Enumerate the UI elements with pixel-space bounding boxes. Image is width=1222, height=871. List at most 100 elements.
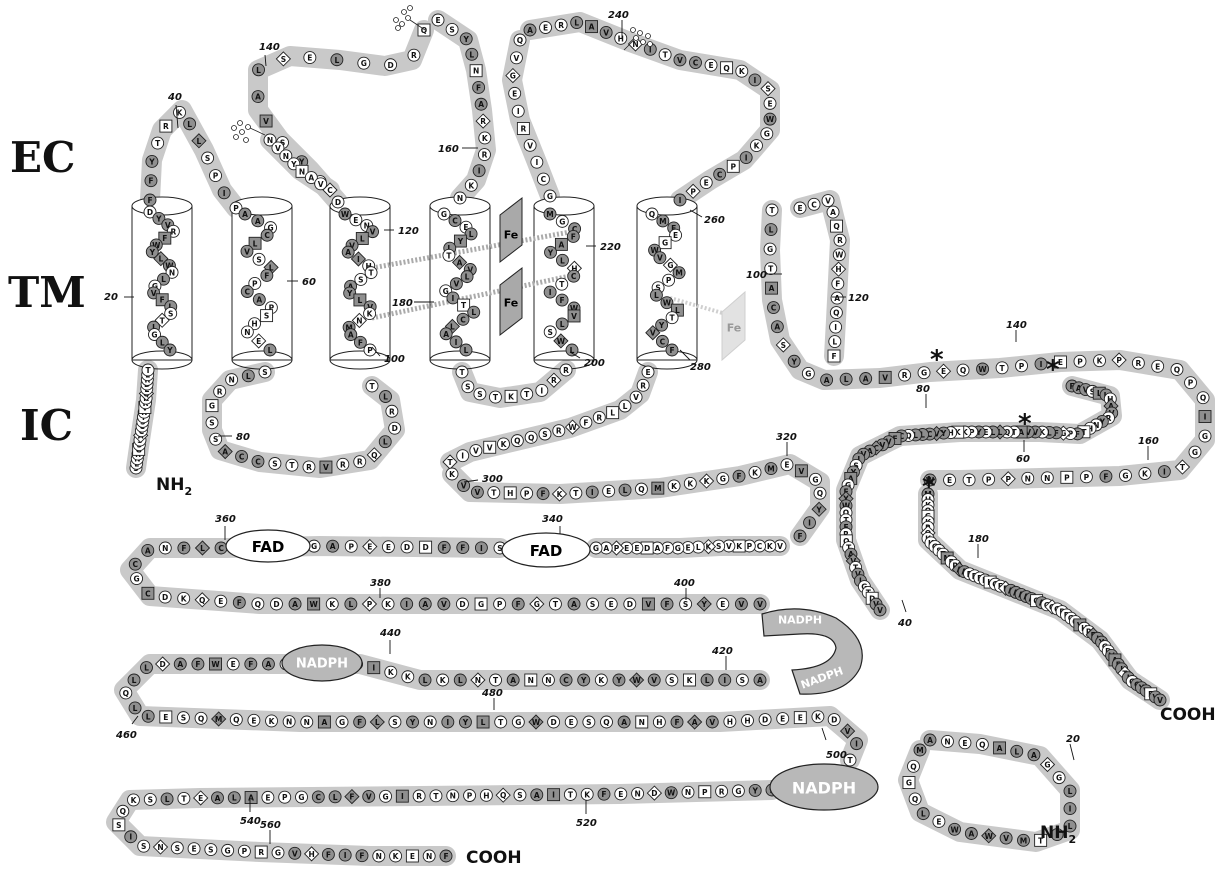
nadph-site-3: NADPH	[770, 764, 878, 810]
residue-letter: E	[251, 716, 256, 725]
residue-letter: S	[175, 844, 180, 853]
residue-letter: F	[665, 544, 670, 553]
residue-letter: Q	[603, 718, 609, 727]
residue-letter: E	[218, 597, 223, 606]
residue-letter: Y	[346, 289, 353, 298]
pos-label-40: 40	[167, 92, 182, 103]
residue-letter: W	[532, 718, 541, 727]
residue-letter: S	[392, 718, 397, 727]
residue-letter: D	[273, 600, 279, 609]
residue-letter: S	[116, 821, 121, 830]
residue-letter: S	[272, 459, 277, 468]
residue-letter: E	[367, 543, 372, 552]
residue-letter: N	[169, 268, 175, 277]
residue-letter: G	[534, 600, 540, 609]
residue-letter: E	[353, 216, 358, 225]
residue-letter: S	[358, 275, 363, 284]
residue-letter: I	[357, 255, 360, 264]
residue-letter: A	[266, 660, 272, 669]
residue-letter: A	[330, 542, 336, 551]
residue-letter: C	[327, 186, 333, 195]
residue-letter: P	[348, 542, 354, 551]
residue-letter: N	[634, 790, 640, 799]
residue-letter: E	[543, 24, 548, 33]
residue-letter: P	[242, 847, 248, 856]
residue-letter: Y	[615, 676, 622, 685]
nh2-sub-2: 2	[1068, 833, 1076, 846]
residue-letter: N	[944, 737, 950, 746]
residue-letter: Y	[700, 600, 707, 609]
residue-letter: F	[831, 352, 836, 361]
pos-label-60: 60	[302, 277, 316, 288]
residue-letter: L	[423, 676, 428, 685]
residue-letter: G	[510, 72, 516, 81]
residue-letter: C	[133, 560, 139, 569]
residue-letter: C	[757, 542, 763, 551]
residue-letter: V	[263, 117, 269, 126]
residue-letter: T	[461, 301, 467, 310]
nadph-label-2a: NADPH	[778, 614, 822, 627]
residue-letter: I	[480, 544, 483, 553]
residue-letter: L	[469, 50, 474, 59]
residue-letter: A	[292, 600, 298, 609]
residue-letter: T	[498, 718, 504, 727]
residue-letter: M	[654, 484, 661, 493]
residue-letter: P	[731, 162, 737, 171]
residue-letter: V	[677, 56, 683, 65]
pos-label-240: 240	[608, 10, 629, 21]
residue-letter: A	[145, 546, 151, 555]
residue-letter: S	[547, 328, 552, 337]
residue-letter: P	[467, 792, 473, 801]
residue-letter: E	[606, 487, 611, 496]
pos-label-200: 200	[584, 358, 605, 369]
residue-letter: Q	[198, 714, 204, 723]
residue-letter: E	[784, 461, 789, 470]
residue-letter: G	[515, 718, 521, 727]
residue-letter: I	[1040, 360, 1043, 369]
residue-letter: D	[160, 660, 166, 669]
residue-letter: A	[248, 794, 254, 803]
residue-letter: C	[660, 337, 666, 346]
residue-letter: T	[181, 794, 187, 803]
residue-letter: A	[177, 660, 183, 669]
residue-letter: T	[155, 139, 161, 148]
residue-letter: P	[666, 276, 672, 285]
residue-letter: N	[304, 718, 310, 727]
residue-letter: P	[1116, 356, 1122, 365]
residue-letter: W	[663, 299, 672, 308]
residue-letter: L	[132, 676, 137, 685]
residue-letter: G	[382, 792, 388, 801]
residue-letter: W	[950, 825, 959, 834]
glycan-1	[394, 6, 426, 31]
residue-letter: T	[1000, 364, 1006, 373]
residue-letter: H	[618, 34, 624, 43]
residue-letter: L	[623, 402, 628, 411]
residue-letter: N	[632, 40, 638, 49]
pos-label-100: 100	[384, 354, 405, 365]
residue-letter: G	[547, 192, 553, 201]
residue-letter: Y	[547, 248, 554, 257]
residue-letter: P	[1064, 473, 1070, 482]
residue-letter: N	[376, 852, 382, 861]
pos-label-400: 400	[673, 578, 695, 589]
residue-letter: C	[145, 589, 151, 598]
residue-letter: V	[646, 600, 652, 609]
residue-letter: S	[262, 368, 267, 377]
residue-letter: M	[767, 465, 774, 474]
residue-letter: R	[521, 124, 527, 133]
residue-letter: L	[383, 438, 388, 447]
residue-letter: E	[624, 544, 629, 553]
residue-letter: C	[239, 452, 245, 461]
residue-letter: A	[757, 676, 763, 685]
residue-letter: I	[591, 488, 594, 497]
residue-letter: I	[344, 851, 347, 860]
residue-letter: S	[683, 600, 688, 609]
residue-letter: S	[477, 390, 482, 399]
residue-letter: L	[187, 120, 192, 129]
residue-letter: R	[340, 460, 346, 469]
residue-letter: Y	[409, 718, 416, 727]
residue-letter: L	[654, 291, 659, 300]
residue-letter: A	[308, 174, 314, 183]
region-label-ic: IC	[20, 401, 73, 450]
